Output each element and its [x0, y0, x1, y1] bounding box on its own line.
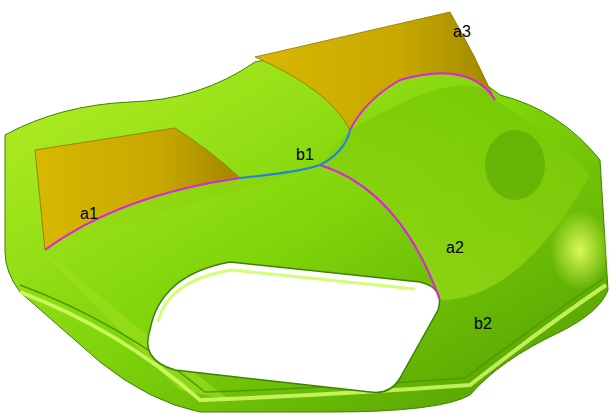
- part-label: b1: [296, 147, 314, 163]
- part-label: b2: [474, 316, 492, 332]
- part-label: a3: [453, 24, 471, 40]
- part-label: a1: [80, 206, 98, 222]
- part-label: a2: [446, 240, 464, 256]
